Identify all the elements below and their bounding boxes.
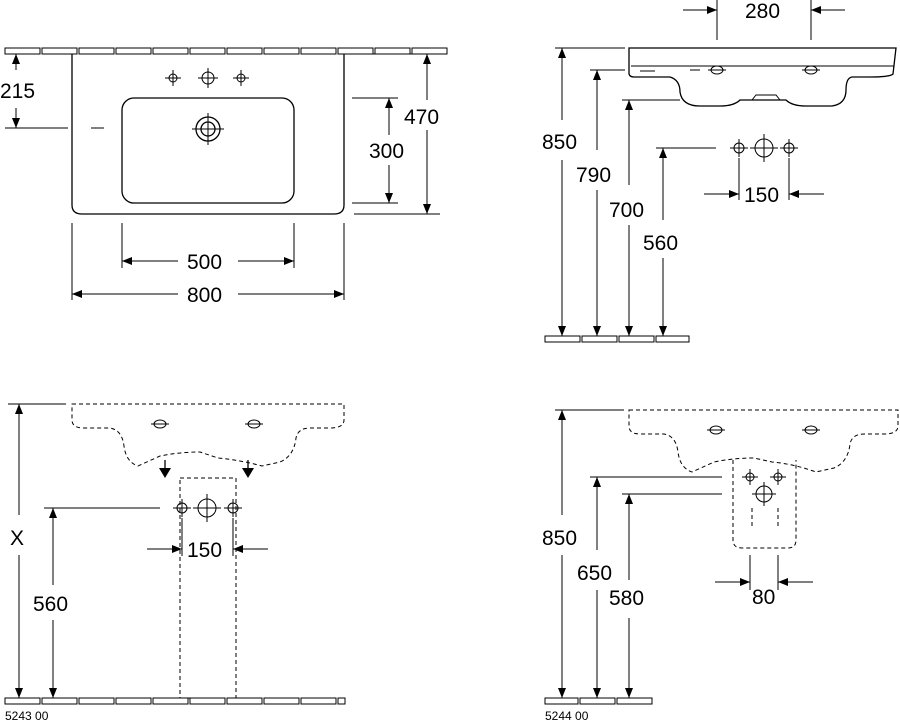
tap-hole-icon [165,70,181,86]
dim-label: 700 [609,199,644,222]
side-view: 280 850 790 [542,0,897,343]
tap-hole-icon [770,469,786,485]
dim-label: 650 [577,562,612,585]
tap-hole-icon [151,419,169,429]
tap-hole-icon [730,139,748,157]
bowl-outline [121,97,295,204]
tap-hole-icon [780,139,798,157]
dim-label: 560 [643,232,678,255]
drain-icon [192,113,224,145]
dim-label: 80 [752,586,775,609]
floor-tiles [544,697,653,705]
tap-hole-icon [193,494,221,522]
dim-label: 300 [369,140,404,163]
tap-hole-icon [802,65,820,75]
product-code: 5243 00 [5,709,49,723]
semi-pedestal-dashed-outline [732,460,797,549]
tap-hole-icon [752,482,776,506]
semi-pedestal-view: 850 650 580 80 5244 00 [542,409,899,723]
floor-tiles [544,335,690,343]
basin-dashed-outline [71,403,345,467]
dim-label: 790 [576,164,611,187]
dim-label: 470 [404,106,439,129]
tap-hole-icon [708,65,726,75]
dim-label: 150 [187,539,222,562]
dim-label: 800 [187,284,222,307]
basin-dashed-outline [628,409,899,473]
dim-label: 850 [542,527,577,550]
arrow-down-icon [159,460,171,478]
dim-label: 850 [542,131,577,154]
tap-hole-icon [224,499,242,517]
floor-tiles [4,697,346,705]
dim-label: 580 [609,587,644,610]
tap-hole-icon [802,425,820,435]
tap-hole-icon [233,70,249,86]
dim-label: 150 [744,184,779,207]
product-code: 5244 00 [545,709,589,723]
wall-tiles [4,47,448,55]
tap-hole-icon [198,68,218,88]
dim-label: 280 [745,0,780,23]
pedestal-dashed-outline [179,477,237,699]
basin-outline [71,54,345,215]
tap-hole-icon [742,469,758,485]
dim-label: 560 [33,593,68,616]
basin-side-profile [628,47,897,107]
tap-hole-icon [750,134,778,162]
tap-hole-icon [245,419,263,429]
dim-label: 500 [187,251,222,274]
dim-label: X [10,527,24,550]
pedestal-view: X 560 150 5243 00 [4,403,346,723]
arrow-down-icon [242,460,254,478]
tap-hole-icon [173,499,191,517]
dim-label: 215 [0,80,35,103]
top-view: 215 470 300 500 800 [0,47,448,307]
tap-hole-icon [707,425,725,435]
